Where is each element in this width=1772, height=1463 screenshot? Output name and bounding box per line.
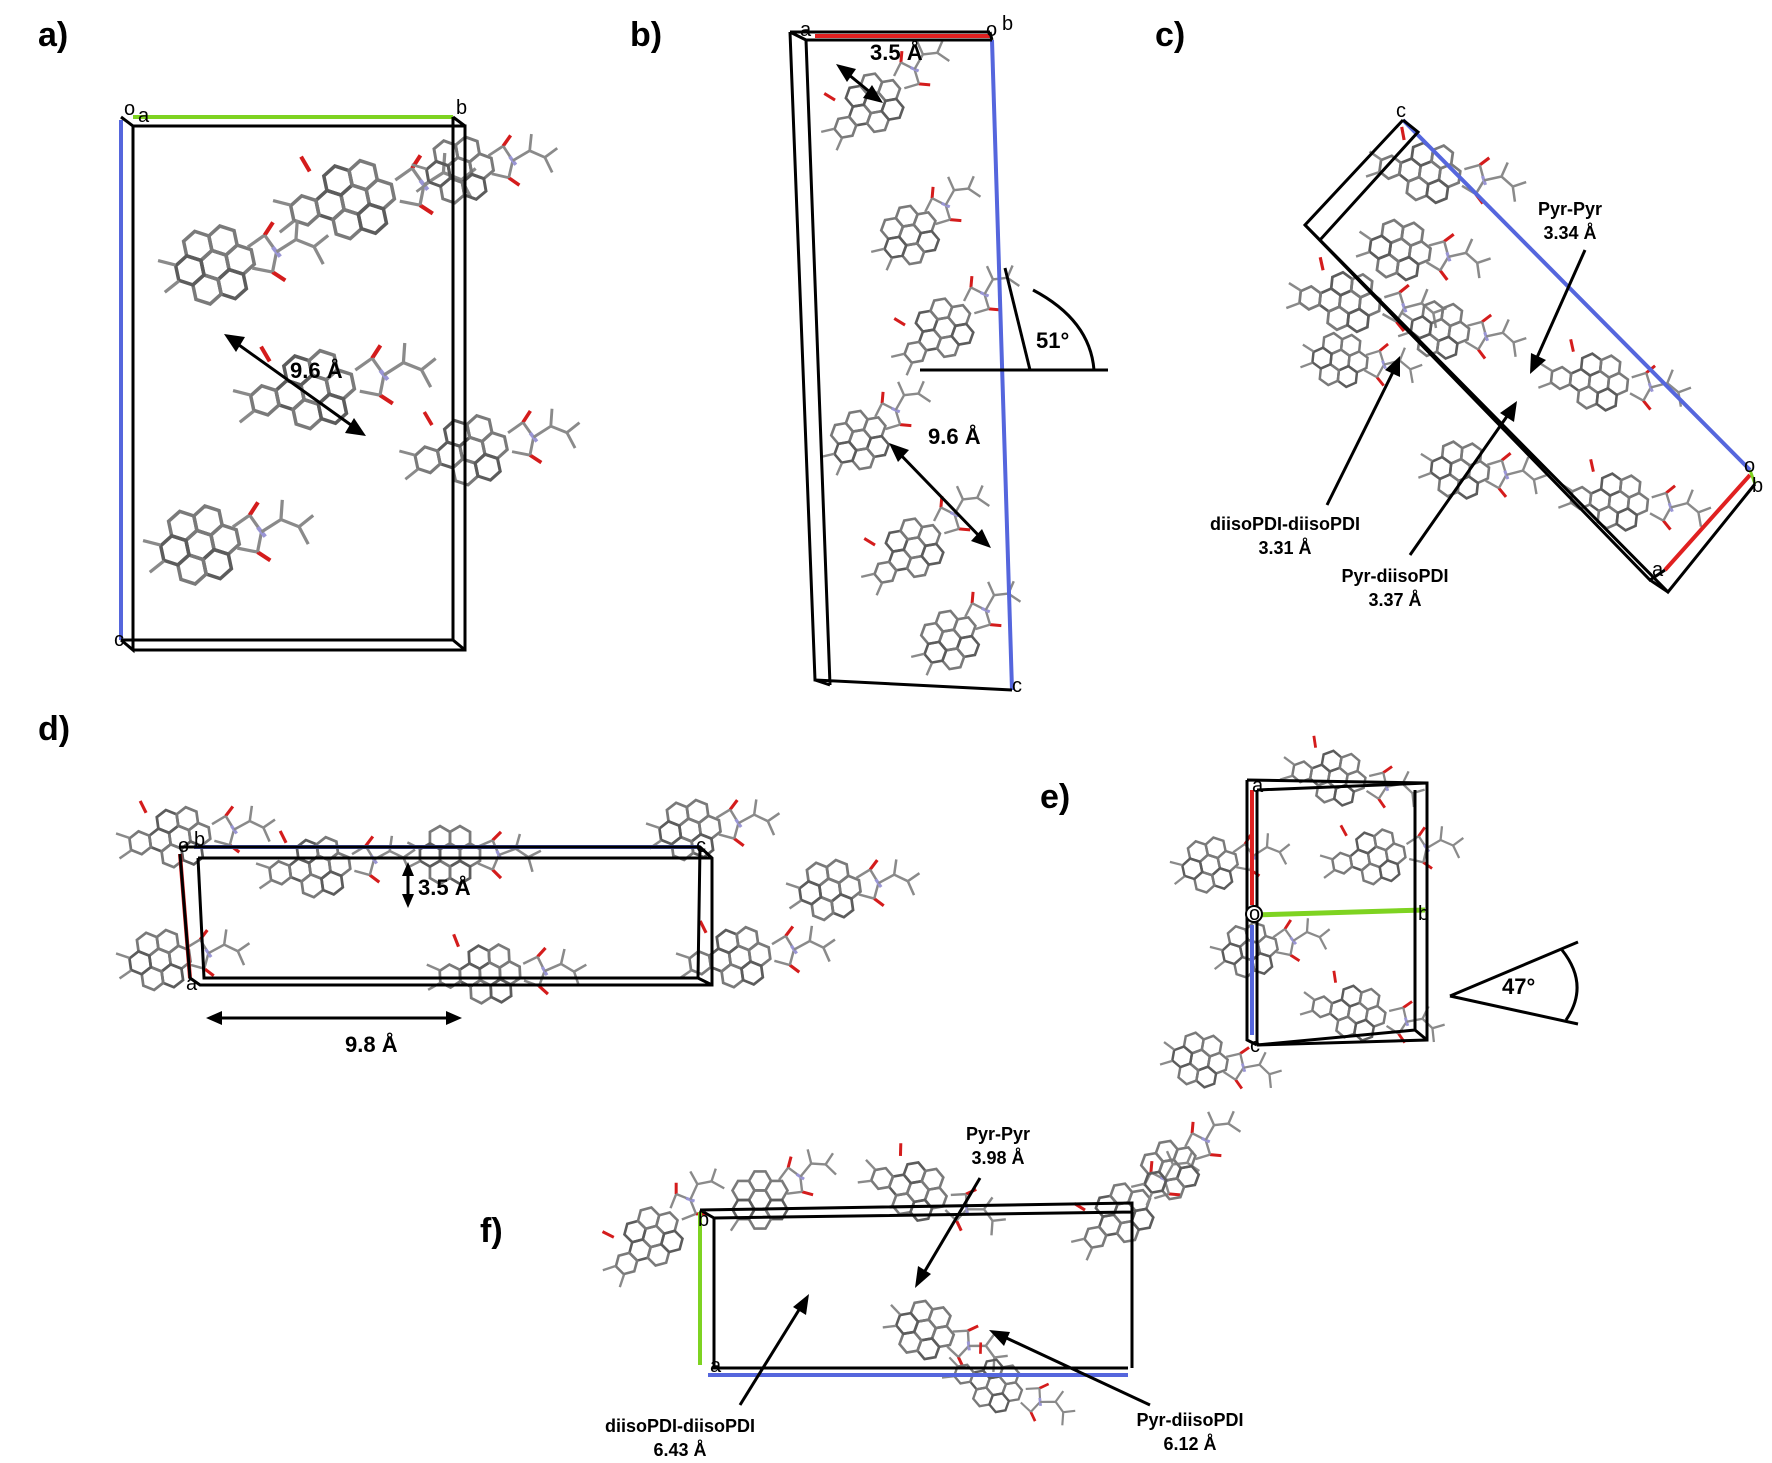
panel-d: d) o b c a 3.5 Å [38, 710, 921, 1057]
axis-c-e: c [1250, 1035, 1260, 1057]
distance-label-b: 9.6 Å [928, 423, 981, 449]
axis-a-a: a [138, 105, 150, 127]
panel-e: e) a o b c 47° [1040, 735, 1579, 1090]
diiso-value-f: 6.43 Å [653, 1440, 706, 1460]
axis-a-e: a [1252, 775, 1264, 797]
panel-a: a) o a b c 9.6 Å [38, 16, 581, 654]
arrow-diiso-c [1325, 356, 1400, 506]
stack-distance-d: 3.5 Å [418, 874, 471, 900]
panel-c: c) c o b a Pyr-Pyr 3.34 Å [1155, 16, 1763, 610]
axis-c-d: c [696, 835, 706, 857]
unit-cell-d [178, 845, 714, 987]
panel-label-c: c) [1155, 16, 1185, 54]
pyr-diiso-name-c: Pyr-diisoPDI [1341, 566, 1448, 586]
pyr-pyr-value-f: 3.98 Å [971, 1148, 1024, 1168]
distance-label-a: 9.6 Å [290, 357, 343, 383]
arrow-diiso-f [738, 1294, 809, 1406]
molecule-packing-d [115, 798, 921, 1005]
distance-label-d: 9.8 Å [345, 1031, 398, 1057]
arrow-pyr-pyr-f [915, 1177, 982, 1288]
axis-b-b: b [1002, 13, 1013, 35]
molecule-packing-a [142, 133, 581, 586]
pyr-diiso-value-c: 3.37 Å [1368, 590, 1421, 610]
pyr-pyr-name-f: Pyr-Pyr [966, 1124, 1030, 1144]
unit-cell-b [788, 30, 1014, 692]
axis-c-a: c [114, 629, 124, 651]
diiso-name-c: diisoPDI-diisoPDI [1210, 514, 1360, 534]
panel-label-e: e) [1040, 778, 1070, 816]
panel-label-d: d) [38, 710, 70, 748]
arrow-pyr-pyr-c [1530, 249, 1587, 374]
panel-f: f) b a Pyr-Pyr 3.98 Å diisoPDI-diisoPDI [480, 1110, 1244, 1460]
arrow-pyr-diiso-f [989, 1330, 1151, 1407]
distance-arrow-d [206, 1011, 462, 1025]
origin-marker-e [1245, 905, 1263, 923]
distance-arrow-a [224, 334, 366, 436]
axis-o-e: o [1249, 903, 1260, 925]
axis-b-c: b [1752, 475, 1763, 497]
axis-c-b: c [1012, 675, 1022, 697]
molecule-packing-b [820, 40, 1022, 676]
panel-label-b: b) [630, 16, 662, 54]
diiso-name-f: diisoPDI-diisoPDI [605, 1416, 755, 1436]
axis-o-b: o [986, 19, 997, 41]
stack-distance-b: 3.5 Å [870, 39, 923, 65]
panel-label-f: f) [480, 1212, 503, 1250]
panel-b: b) a o b c 3.5 Å 9.6 Å [630, 13, 1108, 697]
unit-cell-a [119, 115, 467, 654]
arrow-pyr-diiso-c [1408, 401, 1517, 556]
axis-o-d: o [178, 835, 189, 857]
axis-b-e: b [1418, 903, 1429, 925]
diiso-value-c: 3.31 Å [1258, 538, 1311, 558]
axis-o-a: o [124, 98, 135, 120]
axis-a-f: a [710, 1355, 722, 1377]
stack-arrow-d [402, 862, 414, 908]
pyr-pyr-value-c: 3.34 Å [1543, 223, 1596, 243]
axis-o-c: o [1744, 455, 1755, 477]
pyr-diiso-name-f: Pyr-diisoPDI [1136, 1410, 1243, 1430]
angle-label-b: 51° [1036, 328, 1069, 353]
angle-label-e: 47° [1502, 974, 1535, 999]
panel-label-a: a) [38, 16, 68, 54]
molecule-packing-f [601, 1110, 1242, 1426]
axis-b-d: b [194, 829, 205, 851]
pyr-diiso-value-f: 6.12 Å [1163, 1434, 1216, 1454]
unit-cell-c [1302, 118, 1757, 595]
axis-b-f: b [698, 1209, 709, 1231]
unit-cell-e [1245, 778, 1429, 1047]
axis-a-d: a [186, 973, 198, 995]
molecule-packing-c [1285, 126, 1712, 532]
axis-b-a: b [456, 97, 467, 119]
angle-marker-b [920, 267, 1108, 372]
stack-arrow-b [836, 64, 883, 103]
distance-arrow-b [889, 443, 991, 548]
unit-cell-f [698, 1201, 1134, 1377]
angle-marker-e [1449, 940, 1579, 1026]
axis-c-c: c [1396, 100, 1406, 122]
pyr-pyr-name-c: Pyr-Pyr [1538, 199, 1602, 219]
axis-a-b: a [800, 19, 812, 41]
axis-a-c: a [1652, 559, 1664, 581]
